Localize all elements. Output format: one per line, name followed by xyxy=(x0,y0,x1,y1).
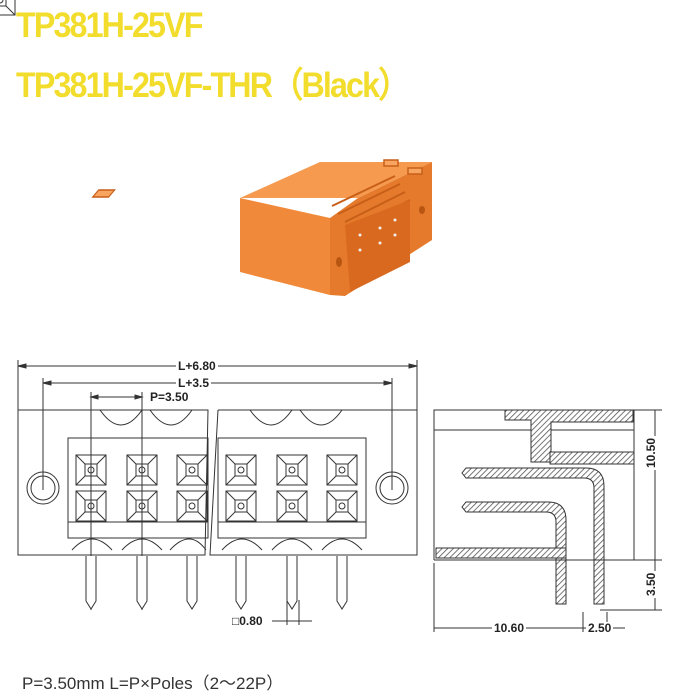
terminal-grid xyxy=(0,0,16,16)
model-title-black-variant: TP381H-25VF-THR（Black） xyxy=(16,66,410,105)
dim-row-spacing: 2.50 xyxy=(586,621,614,635)
spec-footer: P=3.50mm L=P×Poles（2～22P） xyxy=(22,674,284,693)
dim-pin-size: □0.80 xyxy=(230,614,265,628)
dim-overall-length: L+6.80 xyxy=(176,359,218,373)
dim-pitch: P=3.50 xyxy=(148,390,191,404)
mount-hole-icon xyxy=(336,257,342,267)
dim-height: 10.50 xyxy=(644,435,658,470)
dim-mount-hole-span: L+3.5 xyxy=(176,376,212,390)
model-title: TP381H-25VF xyxy=(16,6,203,45)
dim-pin-length: 3.50 xyxy=(644,570,658,598)
connector-3d-image xyxy=(91,159,432,296)
pins xyxy=(85,556,348,610)
dim-depth: 10.60 xyxy=(492,621,527,635)
